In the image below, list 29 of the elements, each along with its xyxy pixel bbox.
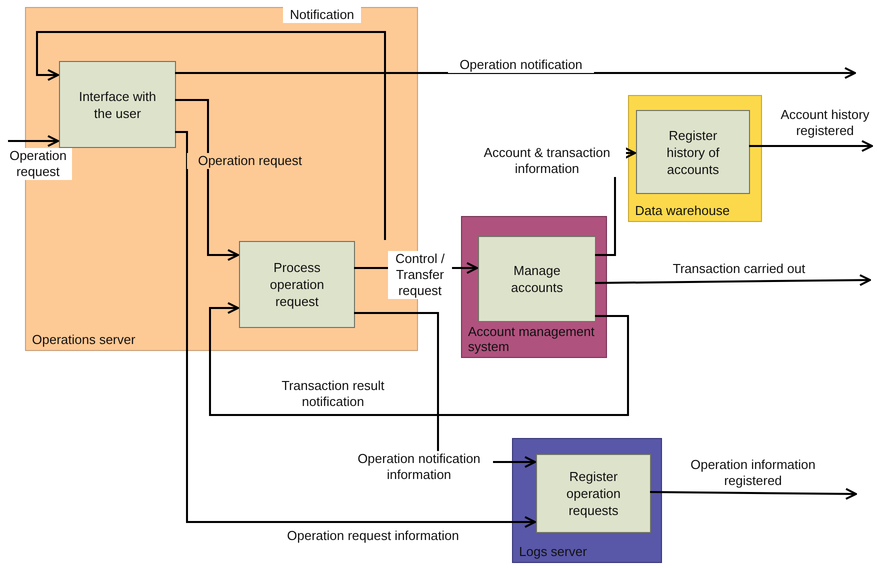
- arrow: [175, 131, 536, 528]
- arrow: [650, 488, 857, 500]
- process-label: Register operation requests: [565, 468, 622, 519]
- process-box: [239, 241, 355, 328]
- edge-label: Notification: [283, 7, 361, 23]
- arrow: [209, 302, 629, 416]
- process-label: Register history of accounts: [666, 126, 720, 178]
- arrow: [36, 31, 386, 240]
- region-label: Operations server: [32, 332, 136, 347]
- arrow: [594, 274, 871, 286]
- process-label: Manage accounts: [510, 262, 564, 296]
- process-box: [478, 236, 596, 322]
- region-label: Logs server: [519, 544, 587, 559]
- warehouse-region: [628, 95, 762, 222]
- process-box: [59, 61, 176, 148]
- process-box: [636, 110, 750, 194]
- process-box: [536, 454, 651, 533]
- server-region: [512, 438, 662, 563]
- region-label: Account management system: [468, 324, 596, 354]
- edge-label: Control / Transfer request: [388, 251, 452, 299]
- arrow: [8, 135, 59, 147]
- process-label: Process operation request: [268, 259, 326, 310]
- arrow: [175, 99, 239, 261]
- edge-label: Operation notification: [448, 57, 594, 73]
- system-region: [461, 216, 607, 358]
- region-label: Data warehouse: [635, 203, 730, 218]
- arrow: [175, 67, 856, 79]
- process-label: Interface with the user: [78, 88, 158, 122]
- arrow: [749, 140, 873, 152]
